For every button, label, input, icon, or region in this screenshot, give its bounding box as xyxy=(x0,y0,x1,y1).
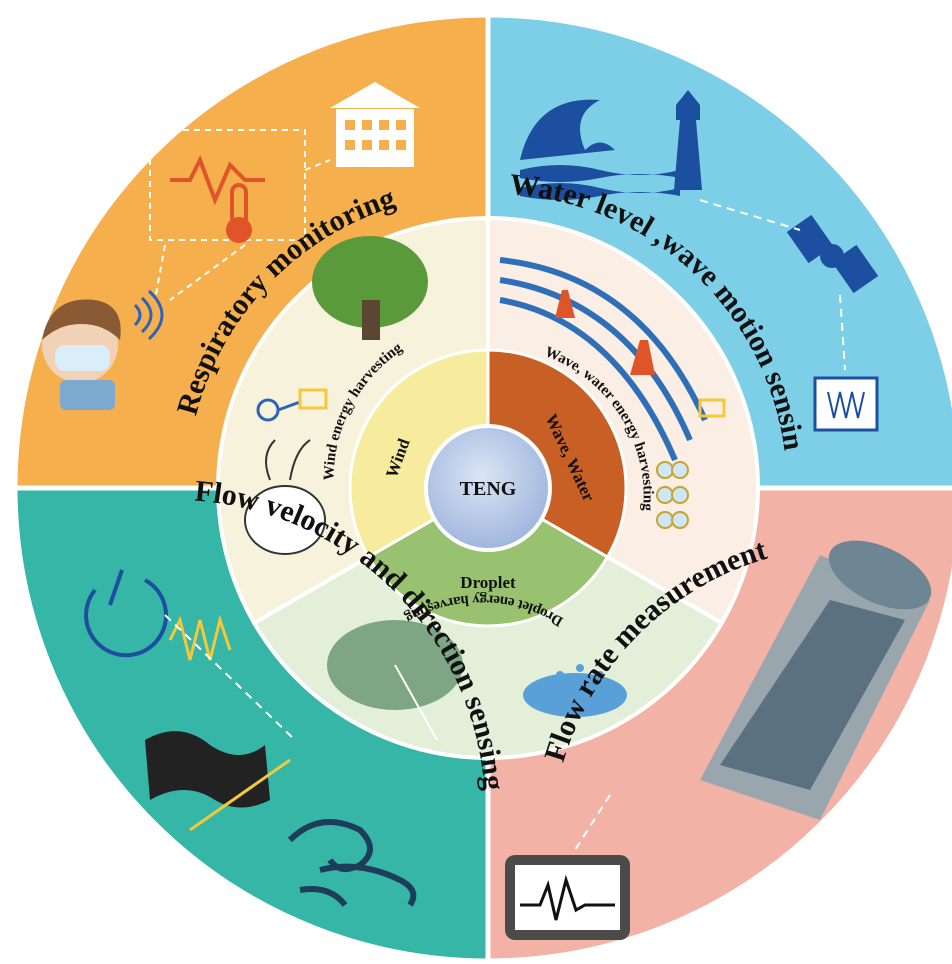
lotus-leaf-icon xyxy=(327,620,463,741)
thermometer-icon xyxy=(226,183,252,243)
tree-icon xyxy=(312,236,428,340)
ecg-tablet-icon xyxy=(505,855,630,940)
lighthouse-icon xyxy=(674,90,702,190)
wifi-signal-icon xyxy=(133,289,164,341)
ocean-currents-icon xyxy=(499,257,708,462)
cloud-character-icon xyxy=(244,439,326,555)
buoy-icon xyxy=(555,290,655,375)
patient-avatar-icon xyxy=(42,299,121,410)
monitor-icon xyxy=(813,376,879,432)
satellite-icon xyxy=(786,214,879,294)
hospital-building-icon xyxy=(330,82,420,169)
source-droplet-label: Droplet xyxy=(460,573,516,592)
wind-turbine-sensor-icon xyxy=(256,388,328,422)
speedometer-icon xyxy=(84,569,169,658)
core-droplet-sector xyxy=(366,486,610,628)
rain-cloud-icon xyxy=(523,664,627,717)
center-label: TENG xyxy=(460,478,517,500)
water-pipe-icon xyxy=(700,540,932,820)
zigzag-signal-icon xyxy=(168,614,232,661)
signal-dashes-3 xyxy=(164,614,296,741)
waveform-icon xyxy=(170,155,265,206)
signal-dashes-2 xyxy=(574,794,611,851)
flag-icon xyxy=(145,731,291,832)
wind-swirl-icon xyxy=(287,819,417,907)
signal-dashes xyxy=(699,199,846,371)
ocean-wave-icon xyxy=(520,99,680,200)
battery-icon xyxy=(698,398,726,418)
generator-array-icon xyxy=(656,461,689,529)
sensor-box-icon xyxy=(149,129,331,301)
teng-center-circle xyxy=(424,424,552,552)
